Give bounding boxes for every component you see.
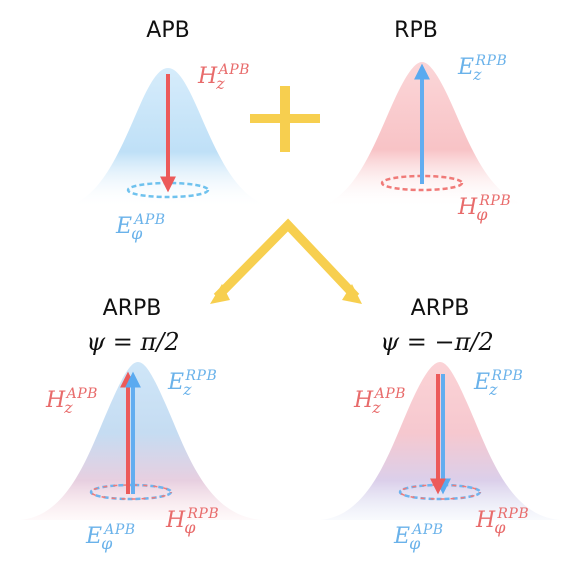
label-ephi-apb-left: EφAPB xyxy=(86,521,136,553)
rpb-gaussian-profile xyxy=(310,62,540,208)
title-apb: APB xyxy=(146,18,190,43)
split-arrowheads xyxy=(210,284,362,304)
label-ephi-apb: EφAPB xyxy=(116,211,166,243)
phase-arpb-right: ψ = −π/2 xyxy=(380,328,494,356)
chevron-split-arrows-icon xyxy=(213,218,360,301)
arpb-right-h-ring xyxy=(399,484,481,500)
label-hphi-rpb: HφRPB xyxy=(458,192,512,224)
rpb-beam xyxy=(310,62,540,208)
label-hz-apb: HzAPB xyxy=(198,61,250,93)
apb-beam xyxy=(58,68,280,208)
arpb-right-beam xyxy=(320,362,560,520)
label-ez-rpb-right: EzRPB xyxy=(474,367,524,399)
label-hz-apb-right: HzAPB xyxy=(354,385,406,417)
title-arpb-right: ARPB xyxy=(410,296,470,321)
arpb-left-h-ring xyxy=(90,484,172,500)
plus-icon xyxy=(250,86,320,152)
arpb-left-beam xyxy=(20,362,262,520)
phase-arpb-left: ψ = π/2 xyxy=(86,328,180,356)
label-ez-rpb-left: EzRPB xyxy=(168,367,218,399)
label-ez-rpb: EzRPB xyxy=(458,52,508,84)
label-hphi-rpb-left: HφRPB xyxy=(166,505,220,537)
label-hphi-rpb-right: HφRPB xyxy=(476,505,530,537)
label-hz-apb-left: HzAPB xyxy=(46,385,98,417)
title-rpb: RPB xyxy=(394,18,438,43)
arpb-left-gaussian-profile xyxy=(20,362,262,520)
title-arpb-left: ARPB xyxy=(102,296,162,321)
label-ephi-apb-right: EφAPB xyxy=(394,521,444,553)
